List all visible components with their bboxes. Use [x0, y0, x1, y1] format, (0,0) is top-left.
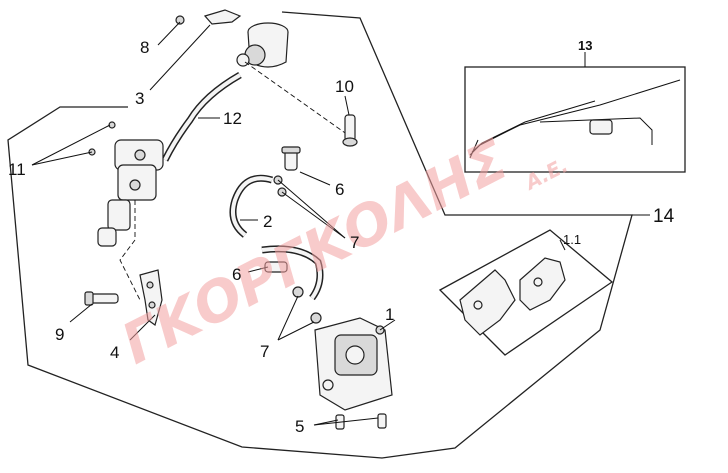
part-1-leader: [379, 319, 396, 331]
part-6-banjo-bolt-upper: [281, 146, 301, 171]
part-4-bracket: [139, 269, 163, 326]
part-7-leader-lower-a: [277, 295, 299, 341]
part-4-leader: [129, 314, 156, 341]
part-7-washer-lower-b: [310, 312, 322, 324]
part-6-leader-lower: [247, 266, 269, 273]
part-10-leader: [344, 95, 350, 116]
callout-12: 12: [223, 109, 242, 128]
callout-9: 9: [55, 325, 64, 344]
reservoir-bracket: [175, 9, 242, 25]
callout-7-upper: 7: [350, 233, 359, 252]
part-1-1-leader: [559, 239, 566, 251]
watermark-text: ΓΚΟΡΓΚΟΛΗΣ: [112, 128, 518, 378]
part-11-leader-b: [31, 151, 93, 166]
callout-1: 1: [385, 305, 394, 324]
callout-8: 8: [140, 38, 149, 57]
part-5-leader-b: [313, 417, 379, 426]
callout-4: 4: [110, 343, 119, 362]
part-1-1-box: [438, 229, 614, 356]
callout-14: 14: [653, 206, 675, 227]
master-cylinder: [97, 139, 164, 247]
assembly-group-outline: [7, 11, 633, 459]
callout-11: 11: [8, 160, 26, 179]
part-13-brake-switch-cable: [469, 79, 681, 159]
part-7-leader-lower-b: [277, 321, 315, 341]
part-1-1-brake-pads: [459, 257, 566, 336]
dashed-link-cylinder: [119, 200, 141, 301]
callout-6-lower: 6: [232, 265, 241, 284]
callout-6-upper: 6: [335, 180, 344, 199]
part-11-leader-a: [31, 124, 111, 166]
callout-10: 10: [335, 77, 354, 96]
part-7-leader-upper-b: [277, 179, 346, 239]
callout-13: 13: [578, 38, 592, 53]
brake-fluid-reservoir: [236, 22, 289, 68]
callout-3: 3: [135, 89, 144, 108]
part-5-bolt-b: [377, 413, 387, 429]
watermark-suffix: Α.Ε.: [520, 153, 572, 195]
part-8-leader: [157, 21, 181, 46]
callout-5: 5: [295, 417, 304, 436]
dashed-link-10: [244, 61, 356, 141]
part-13-box: [464, 66, 686, 173]
callout-7-lower: 7: [260, 342, 269, 361]
part-9-bolt: [84, 291, 119, 306]
part-3-leader: [149, 24, 211, 91]
part-9-leader: [69, 303, 93, 323]
part-6-banjo-bolt-lower: [264, 261, 288, 273]
part-7-leader-upper-a: [281, 191, 346, 239]
callout-2: 2: [263, 212, 272, 231]
part-1-brake-caliper: [314, 317, 393, 411]
part-6-leader-upper: [299, 171, 331, 186]
part-10-bolt: [342, 114, 358, 147]
callout-1-1: 1.1: [563, 232, 581, 247]
